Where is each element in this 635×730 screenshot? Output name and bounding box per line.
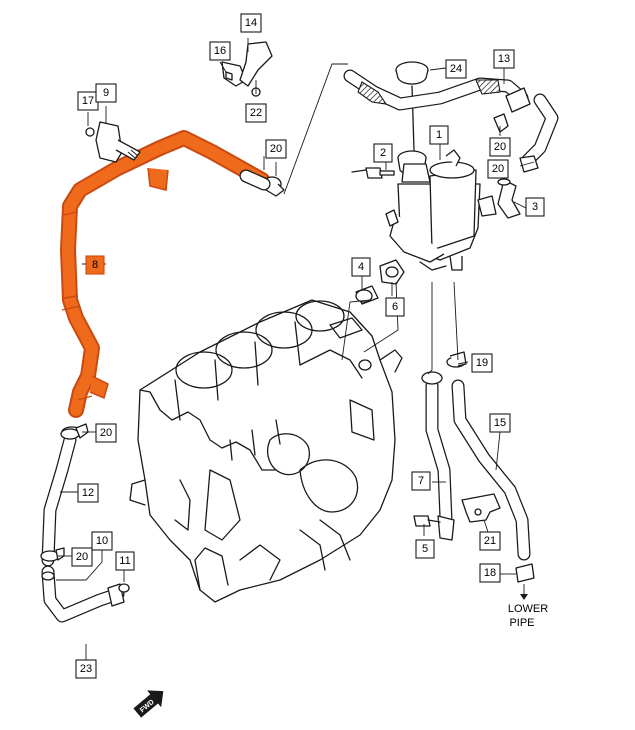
callout-13[interactable]: 13 — [493, 49, 515, 69]
callout-1[interactable]: 1 — [429, 125, 449, 145]
callout-20-r1[interactable]: 20 — [489, 137, 511, 157]
svg-text:6: 6 — [392, 301, 398, 313]
hose-12[interactable] — [41, 426, 83, 567]
callout-20-bottom[interactable]: 20 — [71, 547, 93, 567]
callout-17[interactable]: 17 — [77, 91, 99, 111]
callout-11[interactable]: 11 — [115, 551, 135, 571]
svg-text:22: 22 — [250, 107, 262, 119]
callout-22[interactable]: 22 — [245, 103, 267, 123]
svg-text:1: 1 — [436, 129, 442, 141]
svg-text:20: 20 — [494, 141, 506, 153]
svg-text:20: 20 — [492, 163, 504, 175]
valve-6 — [379, 259, 405, 285]
hose-13[interactable] — [343, 69, 559, 167]
callout-12[interactable]: 12 — [77, 483, 99, 503]
lower-label: LOWER — [508, 603, 548, 615]
callout-19[interactable]: 19 — [471, 353, 493, 373]
callout-18[interactable]: 18 — [479, 563, 501, 583]
clip-9 — [85, 121, 141, 163]
svg-text:8: 8 — [92, 259, 98, 271]
svg-text:11: 11 — [119, 555, 130, 567]
svg-text:23: 23 — [80, 663, 92, 675]
svg-text:5: 5 — [422, 543, 428, 555]
svg-text:20: 20 — [270, 143, 282, 155]
callout-4[interactable]: 4 — [351, 257, 371, 277]
svg-text:10: 10 — [96, 535, 108, 547]
callout-7[interactable]: 7 — [411, 471, 431, 491]
callout-20-left[interactable]: 20 — [95, 423, 117, 443]
connector-5 — [413, 515, 441, 527]
svg-text:2: 2 — [380, 147, 386, 159]
callout-15[interactable]: 15 — [489, 413, 511, 433]
svg-text:17: 17 — [82, 95, 94, 107]
clamp-19 — [446, 351, 467, 368]
pipe-label: PIPE — [509, 617, 534, 629]
callout-14[interactable]: 14 — [240, 13, 262, 33]
callout-24[interactable]: 24 — [445, 59, 467, 79]
callout-16[interactable]: 16 — [209, 41, 231, 61]
callout-10[interactable]: 10 — [91, 531, 113, 551]
engine-block — [129, 299, 403, 603]
grommet-4 — [355, 285, 379, 305]
filler-cap-24 — [395, 61, 429, 176]
hose-7[interactable] — [421, 371, 455, 541]
callout-2[interactable]: 2 — [373, 143, 393, 163]
svg-text:13: 13 — [498, 53, 510, 65]
callout-6[interactable]: 6 — [385, 297, 405, 317]
hose-15[interactable] — [451, 379, 535, 583]
fwd-arrow-icon: FWD — [133, 690, 164, 718]
svg-text:15: 15 — [494, 417, 506, 429]
callout-20-r2[interactable]: 20 — [487, 159, 509, 179]
callout-8[interactable]: 8 — [85, 255, 105, 275]
bolt-2 — [351, 167, 395, 179]
callout-9[interactable]: 9 — [95, 83, 117, 103]
svg-text:20: 20 — [76, 551, 88, 563]
svg-text:7: 7 — [418, 475, 424, 487]
clamp-20-left — [60, 423, 89, 440]
clamp-20-top — [239, 169, 285, 197]
callout-23[interactable]: 23 — [75, 659, 97, 679]
callout-21[interactable]: 21 — [479, 531, 501, 551]
clamp-20-right — [493, 113, 539, 173]
svg-text:12: 12 — [82, 487, 94, 499]
callout-5[interactable]: 5 — [415, 539, 435, 559]
pipe-10[interactable] — [41, 565, 130, 623]
callout-3[interactable]: 3 — [525, 197, 545, 217]
svg-text:18: 18 — [484, 567, 496, 579]
svg-text:21: 21 — [484, 535, 496, 547]
svg-text:3: 3 — [532, 201, 538, 213]
svg-text:9: 9 — [103, 87, 109, 99]
svg-text:14: 14 — [245, 17, 257, 29]
highlighted-hose-8[interactable] — [60, 130, 270, 418]
elbow-3 — [497, 178, 521, 219]
callout-20-top[interactable]: 20 — [265, 139, 287, 159]
svg-text:16: 16 — [214, 45, 226, 57]
bracket-21 — [461, 493, 501, 523]
svg-text:4: 4 — [358, 261, 364, 273]
bracket-16 — [221, 41, 273, 97]
svg-text:20: 20 — [100, 427, 112, 439]
oil-separator-1[interactable] — [385, 149, 497, 271]
svg-text:24: 24 — [450, 63, 462, 75]
svg-text:19: 19 — [476, 357, 488, 369]
